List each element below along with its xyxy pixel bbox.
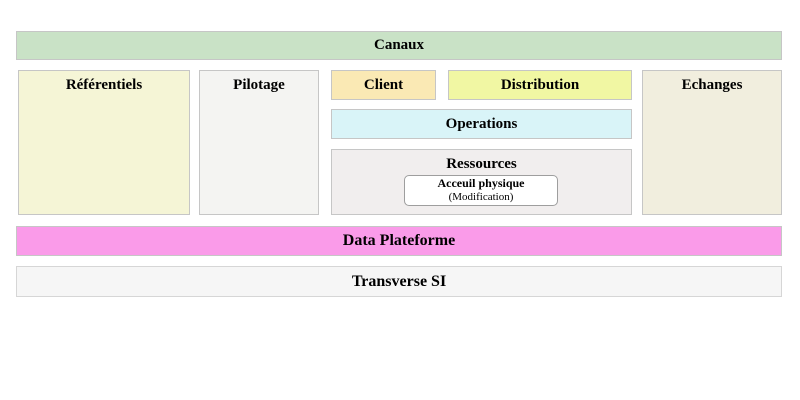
- accueil-physique-label: Acceuil physique: [437, 176, 525, 191]
- pilotage-block: Pilotage: [199, 70, 319, 215]
- ressources-label: Ressources: [446, 156, 517, 172]
- data-plateforme-label: Data Plateforme: [342, 232, 456, 249]
- echanges-block: Echanges: [642, 70, 782, 215]
- accueil-physique-node: Acceuil physique (Modification): [404, 175, 558, 206]
- operations-label: Operations: [445, 115, 518, 132]
- distribution-block: Distribution: [448, 70, 632, 100]
- operations-block: Operations: [331, 109, 632, 139]
- canaux-block: Canaux: [16, 31, 782, 60]
- distribution-label: Distribution: [500, 76, 580, 93]
- client-block: Client: [331, 70, 436, 100]
- transverse-si-label: Transverse SI: [351, 272, 447, 290]
- referentiels-block: Référentiels: [18, 70, 190, 215]
- echanges-label: Echanges: [681, 77, 743, 93]
- data-plateforme-block: Data Plateforme: [16, 226, 782, 256]
- referentiels-label: Référentiels: [65, 77, 143, 93]
- pilotage-label: Pilotage: [233, 77, 285, 93]
- client-label: Client: [363, 76, 404, 93]
- transverse-si-block: Transverse SI: [16, 266, 782, 297]
- accueil-modification-label: (Modification): [448, 191, 514, 204]
- canaux-label: Canaux: [373, 37, 425, 53]
